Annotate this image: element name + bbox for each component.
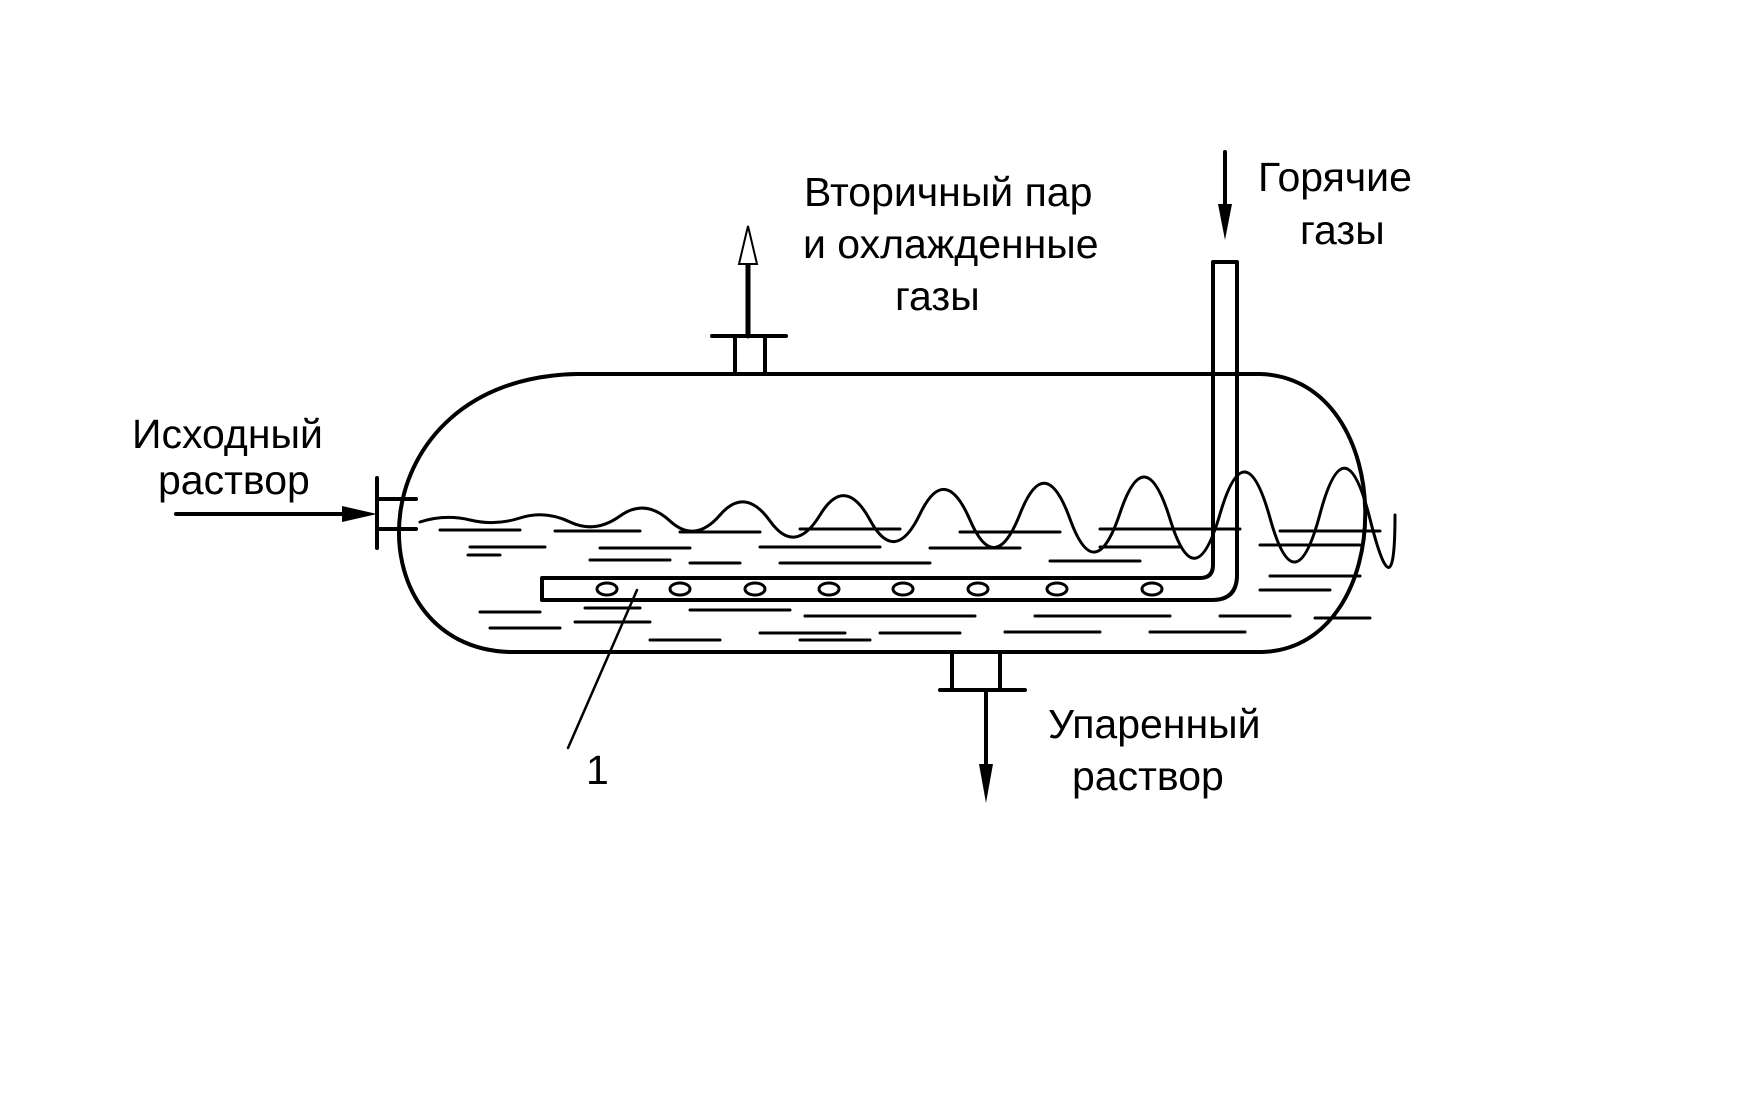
feed-label-line1: Исходный <box>132 411 323 457</box>
perforation <box>817 581 841 597</box>
liquid-surface <box>418 466 1397 569</box>
vessel-body <box>397 372 1368 654</box>
hot-gas-inlet-arrow <box>1218 150 1232 240</box>
callout-number-label: 1 <box>586 747 609 793</box>
hot-gases-label-line2: газы <box>1300 207 1385 253</box>
vapour-arrow-head <box>737 225 759 265</box>
feed-label-line2: раствор <box>158 457 310 503</box>
perforation <box>1140 581 1164 597</box>
perforation <box>1045 581 1069 597</box>
top-outlet-nozzle <box>710 334 788 376</box>
hot-gases-label-line1: Горячие <box>1258 154 1412 200</box>
secondary-steam-label-line3: газы <box>895 273 980 319</box>
perforation <box>595 581 619 597</box>
perforation <box>668 581 692 597</box>
product-label-line2: раствор <box>1072 753 1224 799</box>
liquid-hatching <box>438 527 1382 642</box>
feed-arrow-head <box>342 506 377 522</box>
vapour-outlet-arrow <box>737 225 759 339</box>
feed-inlet-nozzle <box>375 476 418 550</box>
perforation <box>743 581 767 597</box>
bottom-outlet-nozzle <box>938 650 1027 692</box>
callout-leader <box>566 588 639 750</box>
product-label-line1: Упаренный <box>1048 701 1260 747</box>
secondary-steam-label-line1: Вторичный пар <box>804 169 1092 215</box>
gas-pipe <box>540 260 1239 602</box>
hot-gas-arrow-head <box>1218 204 1232 240</box>
perforation <box>891 581 915 597</box>
feed-inlet-arrow <box>174 506 377 522</box>
perforation <box>966 581 990 597</box>
distributor-holes <box>595 581 1164 597</box>
secondary-steam-label-line2: и охлажденные <box>803 221 1099 267</box>
product-arrow-head <box>979 764 993 803</box>
product-outlet-arrow <box>979 688 993 803</box>
